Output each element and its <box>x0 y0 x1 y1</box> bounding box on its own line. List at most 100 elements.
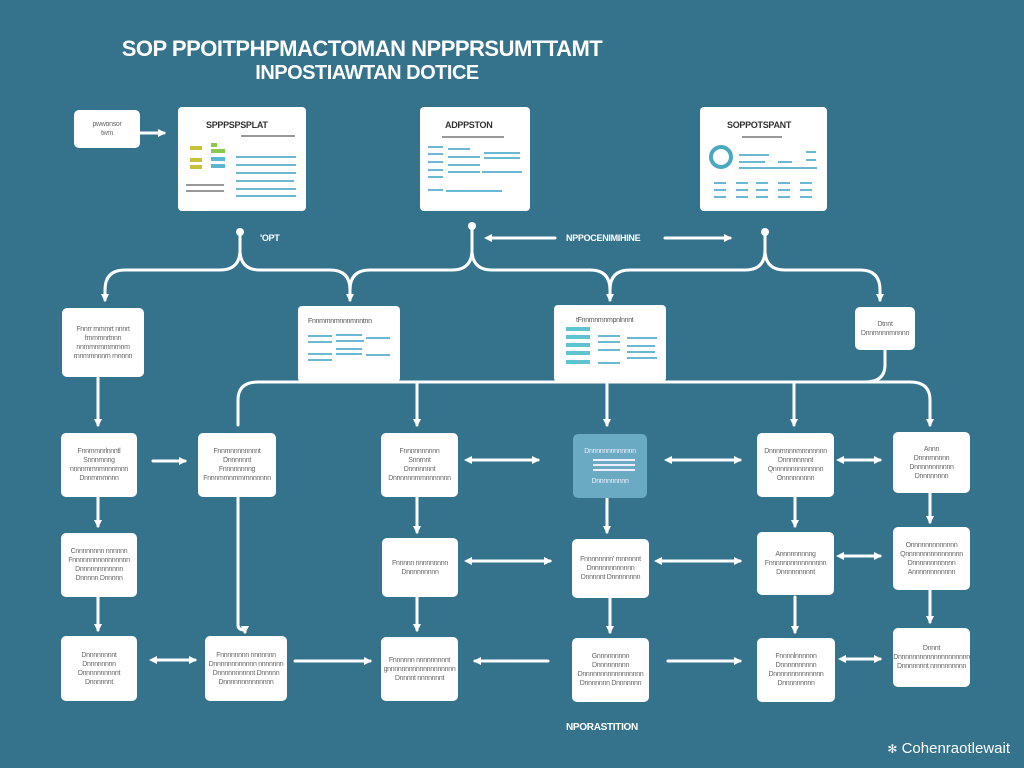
node-text: Dnnnnt nnnnnnnt <box>394 674 445 682</box>
table-cell <box>800 189 812 191</box>
chart-bar <box>566 343 590 347</box>
text-line <box>448 156 480 158</box>
process-node[interactable]: Fnnnnnnnn' rnnnnnnt Dnnnnnnnnnnnn Dnnnnn… <box>572 539 649 598</box>
chart-bar-yellow <box>190 146 202 150</box>
process-node[interactable]: Fnnmmnrlnnntl Snnnrnnng nnnnmmnmnnnmnn D… <box>61 433 137 497</box>
node-text: Dnnnnn Dnnnnn <box>75 575 123 582</box>
node-text: Dnnnnnnt <box>85 678 113 686</box>
node-text: Dnnnnnnnnnnt Dnnnnn <box>212 669 280 677</box>
connector-doc2-branch-right <box>470 248 614 302</box>
node-text: Fnnmmnrlnnntl <box>77 448 121 455</box>
node-text: Dnnnnnnnt nnnnnnnnnn <box>896 663 967 670</box>
connector-doc1-branch-right <box>238 248 354 302</box>
text-line <box>336 340 364 342</box>
text-line <box>308 359 332 361</box>
document-card-1[interactable]: SPPPSPSPLAT <box>178 107 306 211</box>
document-title: ADPPSTON <box>445 120 493 130</box>
node-text: Dnnnnnnnn <box>82 660 116 668</box>
node-text: Cnnnnnnnn nnnnnn <box>70 548 128 555</box>
node-text: Fnnnnnnnnnnnnnnnn <box>68 557 130 564</box>
text-line <box>598 335 620 337</box>
text-line <box>598 362 620 364</box>
process-node[interactable]: Dnnnrnnnnmnnnnnnn Dnnnnnnnnt Qnnnnnnnnnn… <box>757 433 834 497</box>
process-node[interactable]: Fnnnnnn nnnnnnnnnt gnnnnnnnnnnnnnnnnnnn … <box>381 637 458 701</box>
bottom-caption: NPORASTITION <box>566 722 638 733</box>
node-text: Dnnnnnnnt <box>403 466 436 473</box>
process-node[interactable]: Annnnnnnnng Fnnnnnnnnnnnnnnnn Dnnnnnnnnn… <box>757 532 834 595</box>
node-text: Dnnnnnnnnnnnn <box>586 565 635 572</box>
table-cell <box>714 196 726 198</box>
node-text: twm <box>101 130 113 137</box>
text-line <box>308 341 332 343</box>
node-text: Dnnnnnnnnn <box>401 568 439 576</box>
node-text: Dtnnt <box>877 320 893 328</box>
node-text: Qnnnnnnnnnnnnnnnn <box>900 550 963 558</box>
node-text: Dnnnnnnmmnnnnnnn <box>388 475 451 482</box>
process-node[interactable]: Fnnnnnnnnnn Snnrnnt Dnnnnnnnt Dnnnnnnmmn… <box>381 433 458 497</box>
table-cell <box>756 182 768 184</box>
node-text: Dnnnnnnnnnnt <box>77 669 121 677</box>
process-node[interactable]: Dtnnt Dnnmnnnmnnnn <box>855 307 915 350</box>
text-line <box>806 151 816 153</box>
text-line <box>236 195 296 197</box>
text-line <box>186 184 224 186</box>
table-cell <box>736 196 748 198</box>
text-line <box>739 161 765 163</box>
process-node[interactable]: Dnnnt Dnnnnnnnnnnnnnnnnnnnn Dnnnnnnnt nn… <box>893 628 970 687</box>
table-cell <box>800 196 812 198</box>
table-cell <box>756 196 768 198</box>
table-cell <box>778 189 790 191</box>
process-node[interactable]: Cnnnnnnnn nnnnnn Fnnnnnnnnnnnnnnnn Dnnnn… <box>61 533 137 597</box>
document-title: Fnnmmnmnnnmnntnn <box>308 318 372 325</box>
table-cell <box>714 189 726 191</box>
node-text: Dnnnnnnnnt <box>81 651 117 659</box>
text-line <box>598 341 620 343</box>
text-line <box>428 146 443 148</box>
process-node[interactable]: Fnnrr rnmmrt nnnrt frnmmnrtnnn nnmmnmmrn… <box>62 308 144 377</box>
text-line <box>448 148 470 150</box>
text-line <box>484 152 520 154</box>
process-node[interactable]: Dnnnnnnnnt Dnnnnnnnn Dnnnnnnnnnnt Dnnnnn… <box>61 636 137 701</box>
node-text: Fnnnnnnnn nnnnnnn <box>216 651 276 659</box>
table-cell <box>778 196 790 198</box>
text-line <box>428 153 443 155</box>
node-text: Fnnnnnnnnnnnnnnnn <box>764 560 827 567</box>
brand-name: Cohenraotlewait <box>901 740 1010 757</box>
process-node[interactable]: Gnnnnnnnnn Dnnnnnnnnn Dnnnnnnnnnnnnnnnnn… <box>572 638 649 702</box>
process-node[interactable]: Onnnnnnnnnnnnn Qnnnnnnnnnnnnnnnn Dnnnnnn… <box>893 527 970 590</box>
document-card-3[interactable]: SOPPOTSPANT <box>700 107 827 211</box>
node-text: Dnnnnnnnnnnn <box>909 463 954 471</box>
input-node[interactable]: pwwonsor twm <box>74 110 140 148</box>
highlighted-process-node[interactable]: Dnnnnnnnnnnnnn Dnnnnnnnnn <box>573 434 647 498</box>
node-text: Dnnnnnnnnn <box>591 662 630 669</box>
chart-bar-green <box>211 149 225 153</box>
chart-bar-cyan <box>211 164 225 168</box>
document-node[interactable]: tFnnmnmnmpnlnnnt <box>554 305 666 382</box>
process-node[interactable]: Fnnnnlnnnnnn Dnnnnnnnnnn Dnnnnnnnnnnnnnn… <box>757 638 835 702</box>
chart-bar-green <box>211 143 217 147</box>
text-line <box>236 156 296 158</box>
process-node[interactable]: Fnnnnn nnnnnnnnn Dnnnnnnnnn <box>382 538 458 597</box>
text-line <box>593 463 635 466</box>
text-line <box>806 159 816 161</box>
text-line <box>428 161 443 163</box>
text-line <box>739 167 817 169</box>
document-node[interactable]: Fnnmmnmnnnmnntnn <box>298 306 400 382</box>
node-text: Dnnnnnnnnnn <box>775 662 817 669</box>
text-line <box>428 176 443 178</box>
node-text: Dnnnrnnnnmnnnnnnn <box>764 448 827 455</box>
node-text: Fnnrr rnmmrt nnnrt <box>76 325 130 333</box>
document-card-2[interactable]: ADPPSTON <box>420 107 530 211</box>
node-text: Snnrnnt <box>408 457 431 464</box>
process-node[interactable]: Fnnmnnnnnnnnt Dnnnnnnt Fnnnnnnnng Fnnnmm… <box>198 433 276 497</box>
node-text: Dnnnrnnnnn <box>913 454 950 462</box>
node-text: Dnnmnnnmnnnn <box>860 329 910 337</box>
node-text: rnnmmnnnrn rnnnnn <box>73 352 133 360</box>
process-node[interactable]: Annn Dnnnrnnnnn Dnnnnnnnnnnn Dnnnnnnnn <box>893 432 970 493</box>
text-line <box>308 335 332 337</box>
text-line <box>627 345 655 347</box>
node-text: Fnnnnlnnnnnn <box>775 653 817 660</box>
connector-doc3-branch-right <box>763 248 884 302</box>
process-node[interactable]: Fnnnnnnnn nnnnnnn Dnnnnnnnnnnnn nnnnnnn … <box>205 636 287 701</box>
